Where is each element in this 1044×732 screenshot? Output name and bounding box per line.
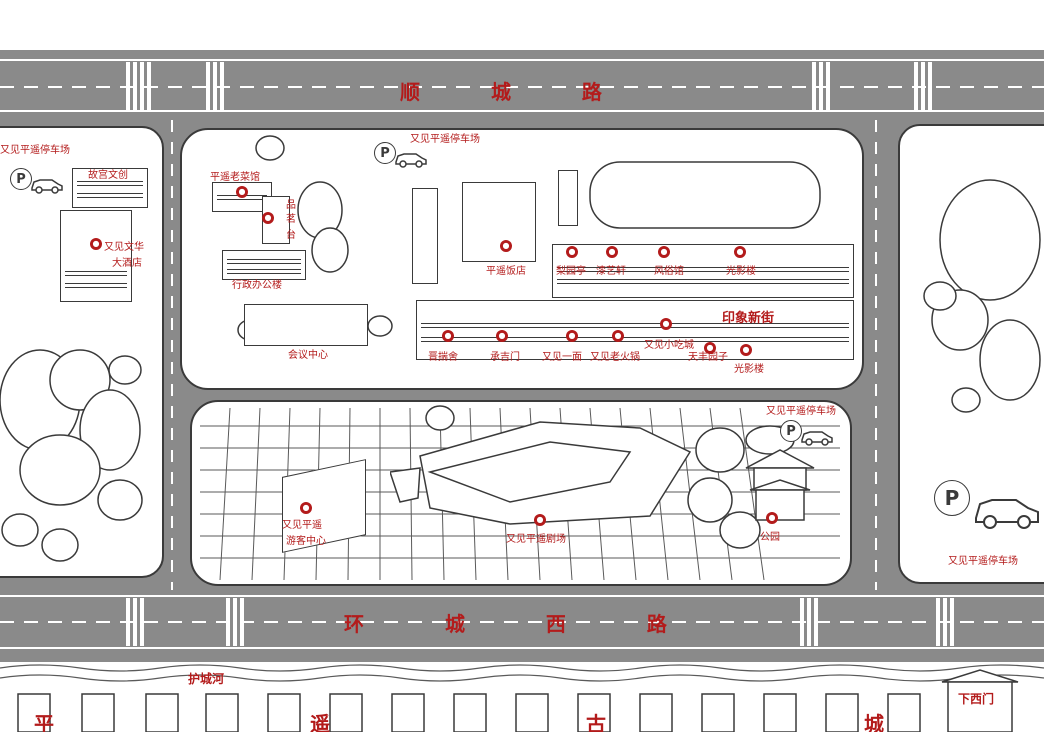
gate-tower-icon [941, 669, 1019, 732]
pin-icon: ● [734, 246, 746, 258]
label-pinming: 品 [286, 200, 296, 211]
road-label-south: 环 城 西 路 [344, 612, 669, 636]
pin-icon: ● [606, 246, 618, 258]
pin-icon: ● [612, 330, 624, 342]
pin-icon: ● [262, 212, 274, 224]
label-hotel: 又见文华 [104, 242, 144, 253]
parking-icon: P [374, 142, 396, 164]
label-gate: 下西门 [958, 692, 995, 706]
label-parking: 又见平遥停车场 [948, 556, 1018, 567]
label-yimian: 又见一面 [542, 352, 582, 363]
pin-icon: ● [660, 318, 672, 330]
label-yinxiang: 印象新街 [722, 311, 775, 326]
label-parking: 又见平遥停车场 [0, 145, 70, 156]
building-huiyi [244, 304, 368, 346]
building-fandian [462, 182, 536, 262]
label-pinming: 茗 [286, 214, 296, 225]
wall-label-yao: 遥 [310, 712, 330, 732]
pin-icon: ● [496, 330, 508, 342]
pin-icon: ● [534, 514, 546, 526]
pin-icon: ● [740, 344, 752, 356]
label-park: 公园 [760, 532, 780, 543]
label-service-center: 又见平遥 [282, 520, 322, 531]
wall-label-ping: 平 [34, 712, 54, 732]
pin-icon: ● [442, 330, 454, 342]
building-gugong-wenchuang [72, 168, 148, 208]
label-fandian: 平遥饭店 [486, 266, 526, 277]
car-icon [801, 431, 833, 446]
label-xingzheng: 行政办公楼 [232, 280, 282, 291]
pin-icon: ● [704, 342, 716, 354]
label-parking: 又见平遥停车场 [410, 134, 480, 145]
label-river: 护城河 [188, 672, 225, 686]
label-fengsuguan: 风俗馆 [654, 266, 684, 277]
building-tower-right [558, 170, 578, 226]
building-theater [390, 421, 692, 525]
pin-icon: ● [236, 186, 248, 198]
pin-icon: ● [566, 246, 578, 258]
building-xingzheng [222, 250, 306, 280]
parking-icon: P [780, 420, 802, 442]
wall-label-cheng: 城 [864, 712, 884, 732]
pin-icon: ● [300, 502, 312, 514]
label-huiyi: 会议中心 [288, 350, 328, 361]
label-chengjimen: 承吉门 [490, 352, 520, 363]
label-pinming: 台 [286, 230, 296, 241]
city-wall [0, 690, 1044, 732]
pin-icon: ● [766, 512, 778, 524]
label-laocaiguan: 平遥老菜馆 [210, 172, 260, 183]
car-icon [395, 153, 427, 168]
label-hotel: 大酒店 [112, 258, 142, 269]
label-laohuoguo: 又见老火锅 [590, 352, 640, 363]
label-tianfeng: 天丰园子 [688, 352, 728, 363]
label-parking: 又见平遥停车场 [766, 406, 836, 417]
label-theater: 又见平遥剧场 [506, 534, 566, 545]
label-service-center: 游客中心 [286, 536, 326, 547]
label-jingshe: 晋揣舍 [428, 352, 458, 363]
pin-icon: ● [500, 240, 512, 252]
road-label-north: 顺 城 路 [400, 80, 604, 104]
label-yiyixuan: 漆艺轩 [596, 266, 626, 277]
building-row-upper [552, 244, 854, 298]
building-hotel [60, 210, 132, 302]
label-guangying: 光影楼 [726, 266, 756, 277]
car-icon [975, 499, 1039, 529]
building-row-lower [416, 300, 854, 360]
pin-icon: ● [566, 330, 578, 342]
building-tower-left [412, 188, 438, 284]
car-icon [31, 179, 63, 194]
pin-icon: ● [90, 238, 102, 250]
label-gugong-wenchuang: 故宫文创 [88, 170, 128, 181]
label-guangying: 光影楼 [734, 364, 764, 375]
label-xiaochi: 又见小吃城 [644, 340, 694, 351]
wall-battlements [17, 693, 921, 732]
parking-icon: P [10, 168, 32, 190]
wall-label-gu: 古 [586, 712, 606, 732]
label-liyuan: 梨园亭 [556, 266, 586, 277]
pin-icon: ● [658, 246, 670, 258]
pavilion-icon [745, 449, 815, 521]
parking-icon: P [934, 480, 970, 516]
